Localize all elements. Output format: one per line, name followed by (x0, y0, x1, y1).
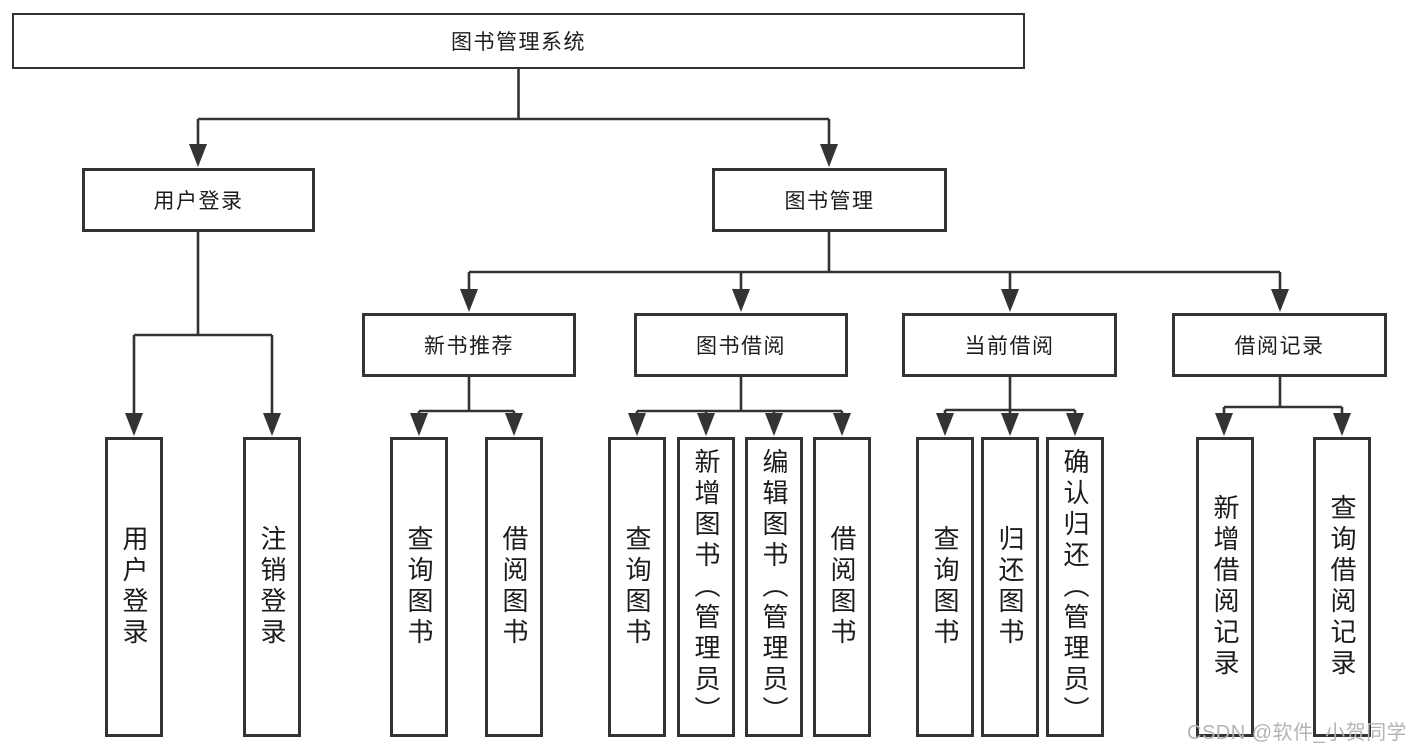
leaf-current-query-books: 查询图书 (916, 437, 974, 737)
leaf-query-borrow-record: 查询借阅记录 (1313, 437, 1371, 737)
leaf-user-login: 用户登录 (105, 437, 163, 737)
watermark-text: CSDN @软件_小贺同学 (1187, 722, 1405, 744)
node-user-login: 用户登录 (82, 168, 315, 232)
node-book-borrowing: 图书借阅 (634, 313, 848, 377)
connector-book-management-children (460, 232, 1289, 312)
leaf-borrowing-query-books: 查询图书 (608, 437, 666, 737)
node-label: 编辑图书（管理员） (759, 447, 789, 727)
node-label: 借阅图书 (499, 525, 529, 649)
node-new-book-recommend: 新书推荐 (362, 313, 576, 377)
node-label: 查询图书 (404, 525, 434, 649)
leaf-return-books: 归还图书 (981, 437, 1039, 737)
node-label: 新增图书（管理员） (691, 447, 721, 727)
connector-borrowing-records-children (1215, 377, 1351, 436)
node-label: 确认归还（管理员） (1060, 447, 1090, 727)
node-library-management-system: 图书管理系统 (12, 13, 1025, 69)
node-label: 图书管理 (784, 190, 875, 213)
node-label: 归还图书 (995, 525, 1025, 649)
node-label: 当前借阅 (964, 335, 1055, 358)
node-label: 查询图书 (930, 525, 960, 649)
node-label: 查询借阅记录 (1327, 494, 1357, 680)
connector-book-borrowing-children (628, 377, 851, 436)
node-label: 借阅图书 (827, 525, 857, 649)
node-label: 新增借阅记录 (1210, 494, 1240, 680)
node-label: 图书管理系统 (451, 31, 586, 54)
node-label: 用户登录 (119, 525, 149, 649)
node-label: 借阅记录 (1234, 335, 1325, 358)
node-current-borrowing: 当前借阅 (902, 313, 1117, 377)
node-book-management: 图书管理 (712, 168, 947, 232)
leaf-logout: 注销登录 (243, 437, 301, 737)
node-borrowing-records: 借阅记录 (1172, 313, 1387, 377)
leaf-recommend-borrow-books: 借阅图书 (485, 437, 543, 737)
node-label: 查询图书 (622, 525, 652, 649)
leaf-borrowing-borrow-books: 借阅图书 (813, 437, 871, 737)
leaf-confirm-return-admin: 确认归还（管理员） (1046, 437, 1104, 737)
leaf-add-borrow-record: 新增借阅记录 (1196, 437, 1254, 737)
connector-root-to-level2 (189, 69, 838, 167)
leaf-edit-books-admin: 编辑图书（管理员） (745, 437, 803, 737)
connector-user-login-children (125, 232, 281, 436)
node-label: 用户登录 (153, 190, 244, 213)
leaf-add-books-admin: 新增图书（管理员） (677, 437, 735, 737)
leaf-recommend-query-books: 查询图书 (390, 437, 448, 737)
node-label: 新书推荐 (424, 335, 514, 358)
connector-current-borrowing-children (936, 377, 1084, 436)
connector-new-book-recommend-children (410, 377, 523, 436)
node-label: 图书借阅 (696, 335, 786, 358)
node-label: 注销登录 (257, 525, 287, 649)
